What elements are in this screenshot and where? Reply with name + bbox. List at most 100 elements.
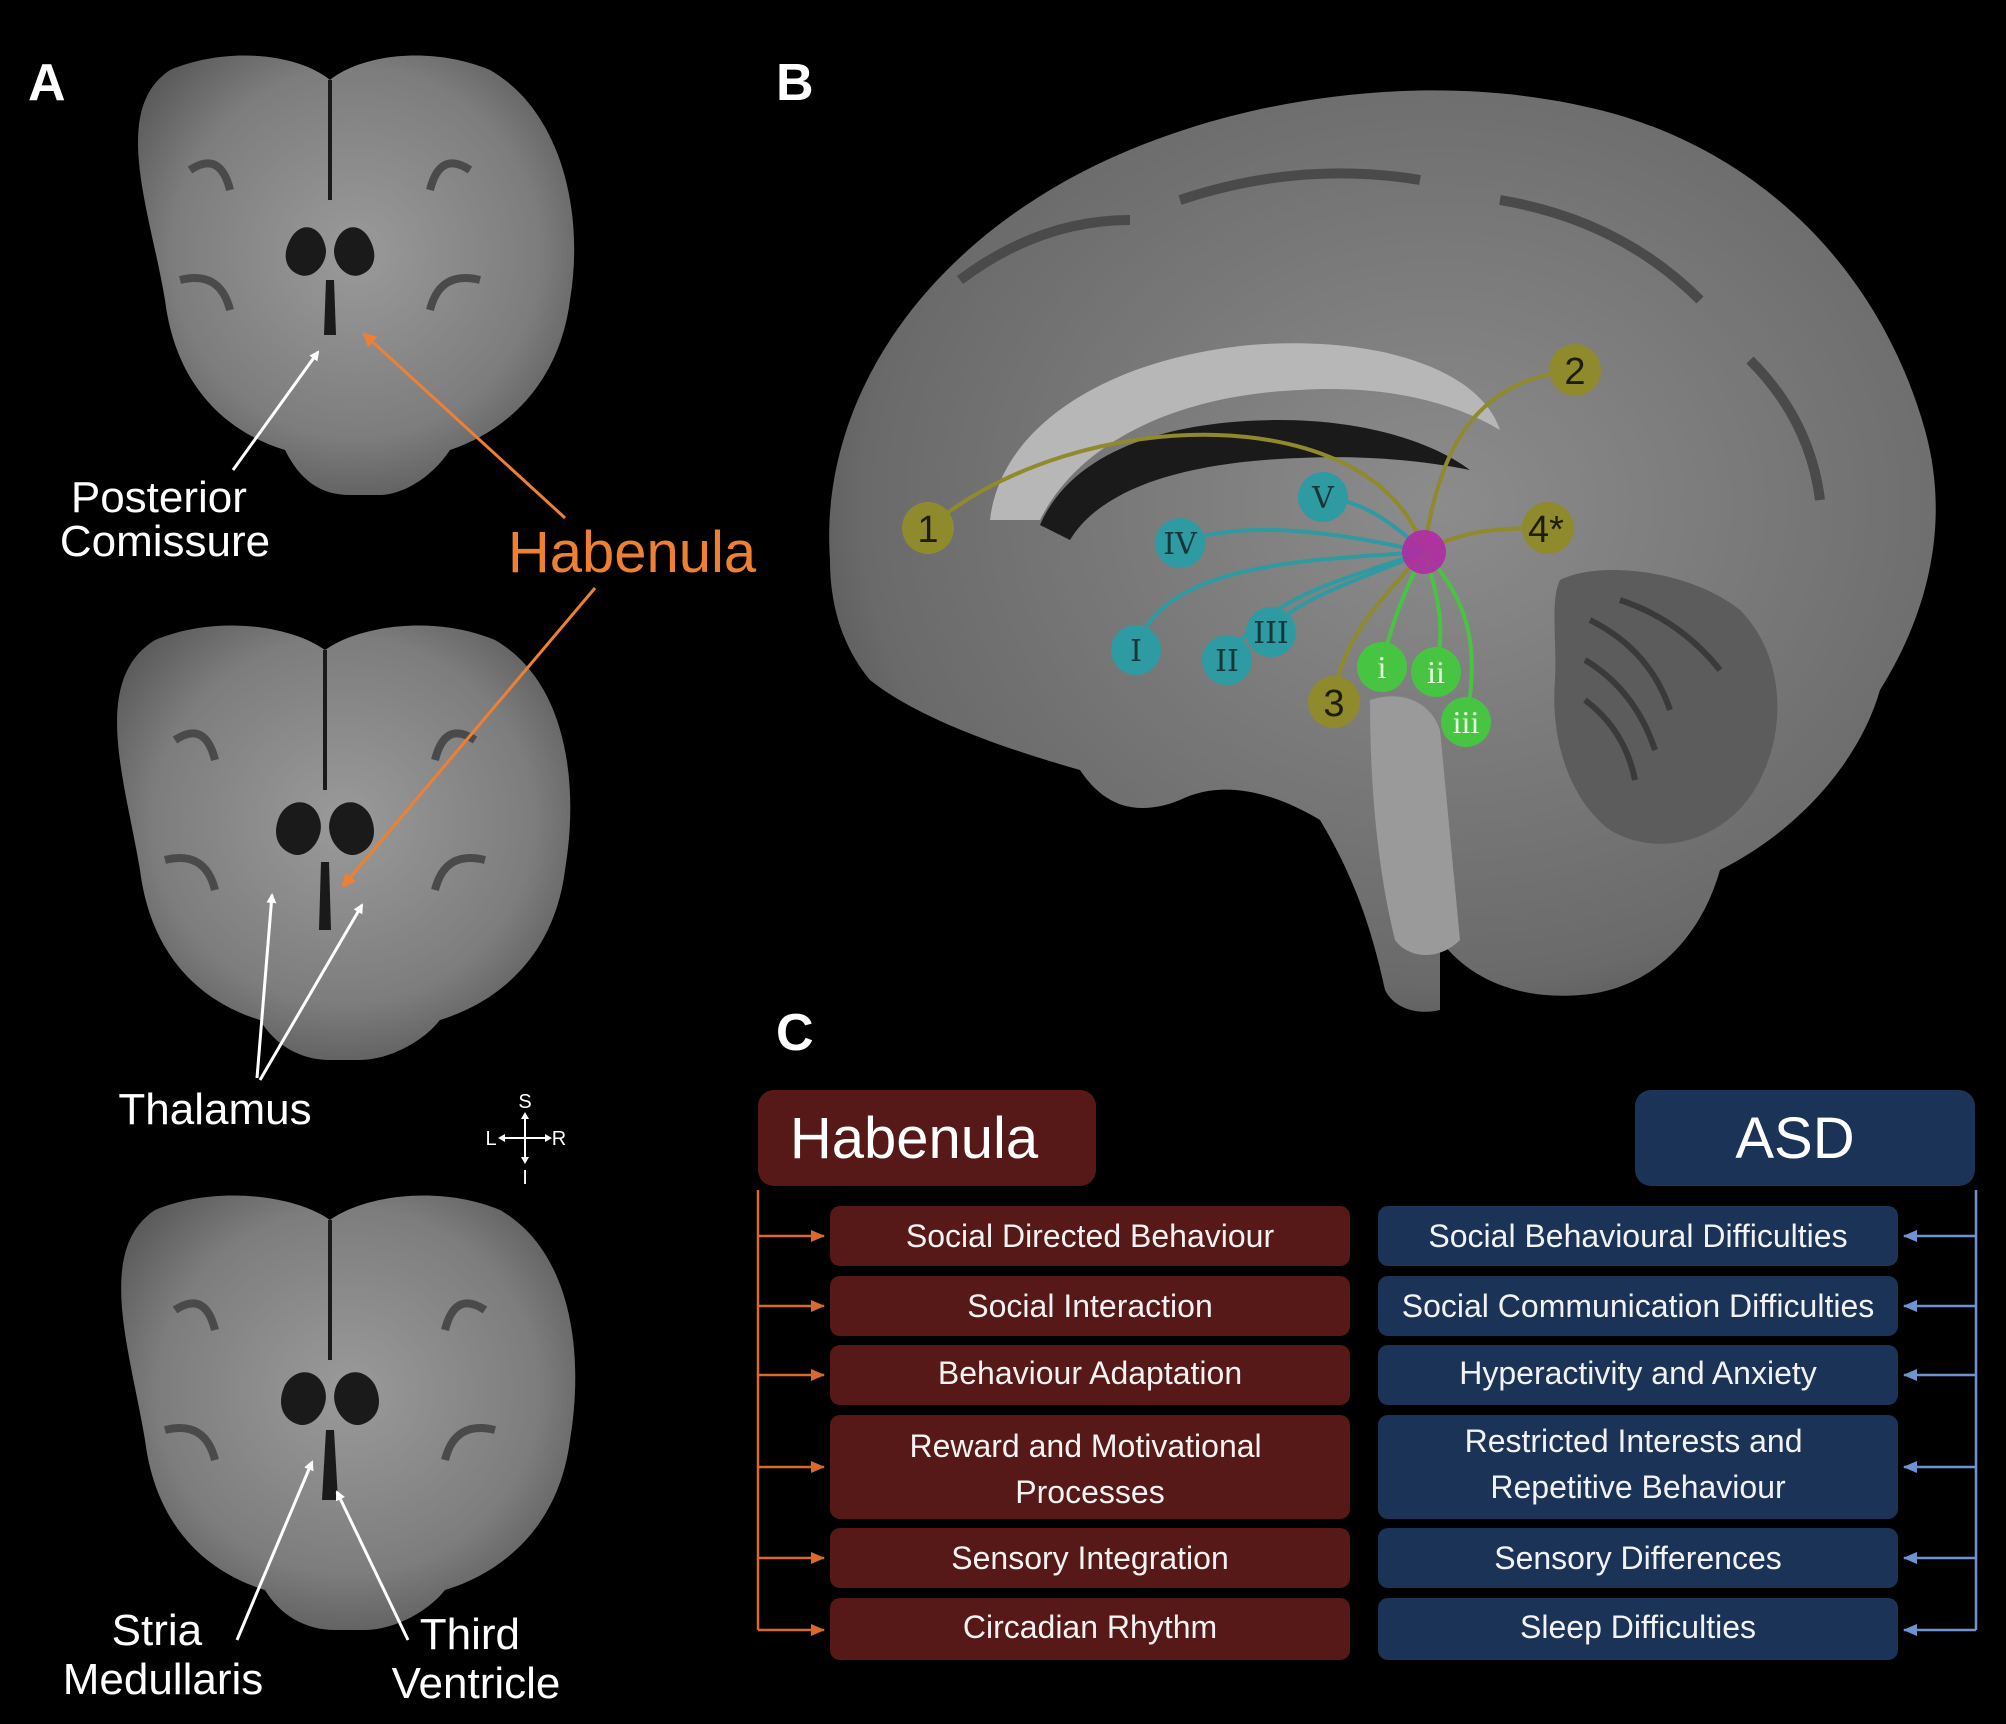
- orientation-compass: S I L R: [485, 1091, 566, 1189]
- third-ventricle-shape: [324, 280, 336, 335]
- gyri-sulci: [957, 168, 1825, 501]
- compass-inferior: I: [522, 1167, 528, 1189]
- asd-item: Hyperactivity and Anxiety: [1378, 1345, 1976, 1405]
- node-I-label: I: [1130, 634, 1142, 669]
- right-ventricle: [334, 227, 375, 276]
- cerebellar-folia: [1583, 597, 1723, 781]
- sulci: [164, 1299, 496, 1462]
- asd-header-box: [1635, 1090, 1975, 1186]
- stria-medullaris-label: Stria Medullaris: [63, 1606, 264, 1704]
- node-2: [1549, 344, 1601, 396]
- right-ventricle: [334, 1372, 379, 1426]
- left-ventricle: [285, 227, 326, 276]
- habenula-hub: [1402, 530, 1446, 574]
- panel-a-letter: A: [28, 54, 66, 112]
- habenula-item: Behaviour Adaptation: [758, 1345, 1350, 1405]
- connection-2: [1422, 368, 1576, 553]
- panel-b-letter: B: [776, 54, 814, 112]
- asd-item: Social Communication Difficulties: [1378, 1276, 1976, 1336]
- connection-1: [926, 432, 1426, 553]
- node-II-label: II: [1215, 644, 1239, 679]
- asd-item-label: Social Behavioural Difficulties: [1428, 1218, 1847, 1254]
- node-3-label: 3: [1323, 683, 1344, 725]
- coronal-slice-bottom: [121, 1195, 576, 1630]
- connection-I: [1134, 550, 1425, 651]
- panel-b: B 1: [776, 54, 1936, 1012]
- green-nodes: i ii iii: [1357, 642, 1491, 747]
- asd-list: Social Behavioural Difficulties Social C…: [1378, 1206, 1976, 1660]
- habenula-arrow-top: [362, 332, 567, 520]
- habenula-list: Social Directed Behaviour Social Interac…: [758, 1206, 1350, 1660]
- habenula-item-label: Circadian Rhythm: [963, 1609, 1217, 1645]
- left-ventricle: [281, 1372, 326, 1426]
- third-ventricle-shape: [322, 1430, 338, 1500]
- habenula-item: Social Directed Behaviour: [758, 1206, 1350, 1266]
- habenula-header-box: [758, 1090, 1096, 1186]
- node-i: [1357, 642, 1407, 692]
- node-ii: [1411, 647, 1461, 697]
- habenula-item: Social Interaction: [758, 1276, 1350, 1336]
- olive-nodes: 1 2 3 4*: [902, 344, 1601, 728]
- habenula-item-label: Reward and Motivational Processes: [909, 1428, 1270, 1510]
- node-I: [1111, 625, 1161, 675]
- panel-c: C Habenula ASD Social Directed Behaviour…: [756, 1004, 1978, 1660]
- node-iii: [1441, 697, 1491, 747]
- asd-item: Sensory Differences: [1378, 1528, 1976, 1588]
- habenula-item: Sensory Integration: [758, 1528, 1350, 1588]
- compass-superior: S: [518, 1091, 531, 1113]
- habenula-arrow-middle: [341, 587, 597, 888]
- node-II: [1202, 635, 1252, 685]
- node-V-label: V: [1311, 481, 1335, 516]
- posterior-commissure-label: Posterior Comissure: [60, 473, 270, 566]
- asd-item: Social Behavioural Difficulties: [1378, 1206, 1976, 1266]
- compass-right: R: [552, 1128, 566, 1150]
- node-4-label: 4*: [1528, 509, 1564, 551]
- node-1: [902, 502, 954, 554]
- corpus-callosum: [990, 343, 1500, 520]
- connection-II: [1225, 550, 1425, 661]
- sagittal-brain: [829, 90, 1936, 1012]
- thalamus-label: Thalamus: [118, 1085, 311, 1134]
- habenula-item-label: Social Directed Behaviour: [906, 1218, 1275, 1254]
- coronal-slice-middle: [117, 625, 571, 1060]
- node-2-label: 2: [1564, 351, 1585, 393]
- posterior-commissure-arrow: [231, 350, 320, 471]
- asd-item-label: Social Communication Difficulties: [1402, 1288, 1874, 1324]
- node-V: [1298, 472, 1348, 522]
- teal-nodes: I II III IV V: [1111, 472, 1348, 685]
- asd-item: Restricted Interests and Repetitive Beha…: [1378, 1415, 1976, 1519]
- third-ventricle-shape: [319, 862, 331, 930]
- node-1-label: 1: [917, 509, 938, 551]
- left-ventricle: [276, 802, 321, 856]
- brainstem: [1370, 696, 1460, 955]
- node-ii-label: ii: [1427, 654, 1445, 690]
- asd-item-label: Sensory Differences: [1494, 1540, 1782, 1576]
- node-3: [1308, 676, 1360, 728]
- asd-item: Sleep Difficulties: [1378, 1598, 1976, 1660]
- third-ventricle-label: Third Ventricle: [392, 1610, 561, 1708]
- lateral-ventricle: [1040, 420, 1470, 540]
- asd-item-label: Hyperactivity and Anxiety: [1459, 1355, 1817, 1391]
- node-III-label: III: [1253, 616, 1289, 651]
- habenula-item-label: Sensory Integration: [951, 1540, 1229, 1576]
- thalamus-arrow-left: [255, 893, 277, 1079]
- node-IV: [1155, 518, 1205, 568]
- habenula-header-title: Habenula: [790, 1106, 1039, 1171]
- node-iii-label: iii: [1453, 704, 1480, 740]
- node-4: [1522, 502, 1574, 554]
- panel-a: A: [28, 54, 757, 1708]
- right-ventricle: [329, 802, 374, 856]
- node-III: [1246, 607, 1296, 657]
- compass-left: L: [485, 1128, 496, 1150]
- sulci: [164, 729, 486, 892]
- habenula-item-label: Behaviour Adaptation: [938, 1355, 1242, 1391]
- coronal-slice-top: [138, 55, 575, 495]
- panel-c-letter: C: [776, 1004, 814, 1062]
- habenula-item: Circadian Rhythm: [758, 1598, 1350, 1660]
- node-IV-label: IV: [1163, 527, 1198, 562]
- sulci: [179, 159, 481, 312]
- asd-item-label: Sleep Difficulties: [1520, 1609, 1756, 1645]
- habenula-item: Reward and Motivational Processes: [758, 1415, 1350, 1519]
